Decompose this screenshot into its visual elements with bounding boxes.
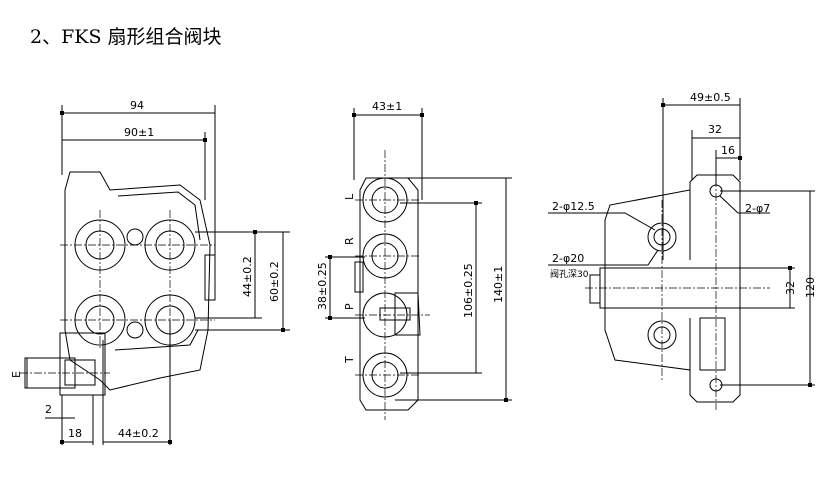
port-label-L: L: [343, 193, 356, 200]
dim-port-pitch: 106±0.25: [462, 263, 475, 318]
dim-hole-pitch: 120: [804, 277, 817, 298]
dim-boss-height: 32: [784, 281, 797, 295]
dim-body-width: 90±1: [124, 126, 154, 139]
dim-overall-width: 94: [130, 99, 144, 112]
dim-rear-width: 49±0.5: [690, 91, 731, 104]
dim-thread: E: [10, 371, 23, 378]
port-circles: [74, 219, 196, 346]
dim-port-spacing-h: 44±0.2: [118, 427, 159, 440]
port-label-R: R: [343, 237, 356, 245]
label-counterbore: 2-φ20: [552, 252, 584, 265]
dim-port-spacing-v1: 44±0.2: [241, 256, 254, 297]
rear-view: 49±0.5 32 16 2-φ7 2-φ12.5 2-φ20 阀孔深30 32…: [548, 91, 817, 410]
dim-port-spacing-v2: 60±0.2: [268, 261, 281, 302]
dim-side-width: 43±1: [372, 100, 402, 113]
side-view: 43±1 106±0.25 140±1 38±0.25 L R P T: [316, 100, 512, 420]
label-hole-small: 2-φ7: [745, 202, 770, 215]
dim-chamfer: 2: [45, 403, 52, 416]
dim-rear-mid: 32: [708, 123, 722, 136]
front-view: 94 90±1 44±0.2 60±0.2 E 2 18 44±0.2: [10, 99, 290, 445]
port-label-P: P: [343, 303, 356, 310]
dim-p-offset: 38±0.25: [316, 262, 329, 310]
label-depth-note: 阀孔深30: [550, 269, 589, 280]
page-title: 2、FKS 扇形组合阀块: [30, 26, 222, 48]
label-hole-large: 2-φ12.5: [552, 200, 595, 213]
dim-side-height: 140±1: [492, 266, 505, 303]
dim-boss-length: 18: [68, 427, 82, 440]
port-label-T: T: [343, 356, 356, 364]
dim-hole-offset: 16: [721, 144, 735, 157]
